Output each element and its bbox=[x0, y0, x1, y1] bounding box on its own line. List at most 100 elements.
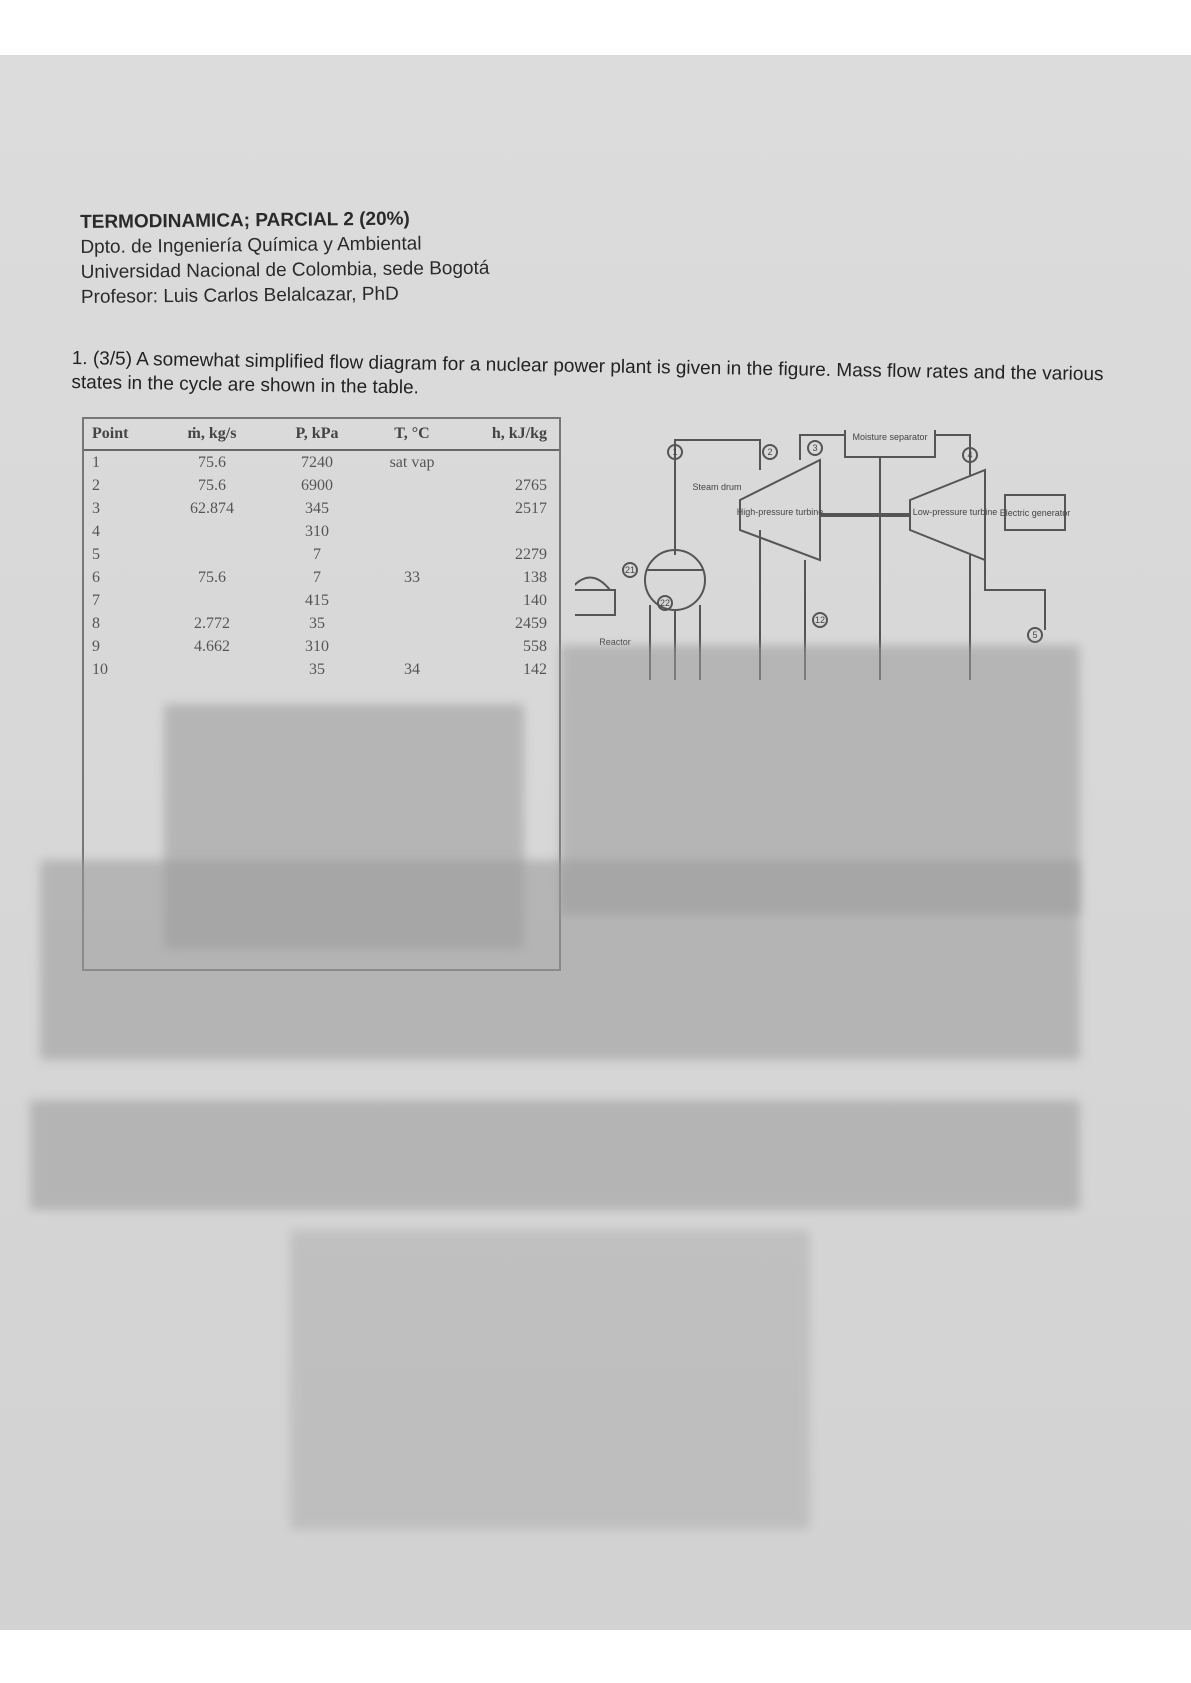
table-cell bbox=[452, 451, 547, 474]
state-point-marker bbox=[667, 444, 683, 460]
steam-drum-icon bbox=[644, 549, 706, 611]
column-header: T, °C bbox=[394, 425, 430, 442]
table-cell: 1 bbox=[92, 454, 100, 471]
table-cell: 142 bbox=[523, 661, 547, 678]
table-row: 7 415 140 bbox=[84, 589, 559, 612]
table-cell: 2 bbox=[92, 477, 100, 494]
state-point-marker bbox=[812, 612, 828, 628]
state-point-label: 3 bbox=[812, 443, 817, 453]
table-cell bbox=[372, 589, 452, 612]
label-reactor: Reactor bbox=[599, 637, 631, 647]
state-point-marker bbox=[657, 595, 673, 611]
reactor-icon bbox=[575, 589, 616, 616]
table-cell: 415 bbox=[305, 592, 329, 609]
generator-icon bbox=[1004, 494, 1066, 531]
table-cell: 140 bbox=[523, 592, 547, 609]
table-cell: 33 bbox=[404, 569, 420, 586]
table-cell: 7 bbox=[313, 546, 321, 563]
blurred-question-2 bbox=[30, 1100, 1080, 1210]
table-row: 10 35 34 142 bbox=[84, 658, 559, 681]
state-point-marker bbox=[962, 447, 978, 463]
table-cell: 10 bbox=[92, 661, 108, 678]
state-point-label: 2 bbox=[767, 447, 772, 457]
table-cell: 75.6 bbox=[198, 454, 226, 471]
table-row: 4 310 bbox=[84, 520, 559, 543]
label-steam-drum: Steam drum bbox=[692, 482, 741, 492]
table-cell: 310 bbox=[305, 638, 329, 655]
table-cell: 7 bbox=[313, 569, 321, 586]
label-generator: Electric generator bbox=[1000, 508, 1071, 518]
table-cell: 7 bbox=[92, 592, 100, 609]
document-header: TERMODINAMICA; PARCIAL 2 (20%) Dpto. de … bbox=[80, 206, 490, 310]
state-point-marker bbox=[807, 440, 823, 456]
table-row: 1 75.6 7240 sat vap bbox=[84, 451, 559, 474]
table-row: 5 7 2279 bbox=[84, 543, 559, 566]
table-cell bbox=[372, 474, 452, 497]
table-cell bbox=[162, 589, 262, 612]
table-row: 2 75.6 6900 2765 bbox=[84, 474, 559, 497]
table-cell: 34 bbox=[404, 661, 420, 678]
table-row: 9 4.662 310 558 bbox=[84, 635, 559, 658]
professor: Profesor: Luis Carlos Belalcazar, PhD bbox=[80, 283, 399, 308]
question-1-text: 1. (3/5) A somewhat simplified flow diag… bbox=[71, 347, 1104, 399]
table-cell: 75.6 bbox=[198, 569, 226, 586]
table-cell: 310 bbox=[305, 523, 329, 540]
table-cell: 2765 bbox=[515, 477, 547, 494]
table-cell: 6900 bbox=[301, 477, 333, 494]
table-cell: 7240 bbox=[301, 454, 333, 471]
blurred-rows bbox=[164, 704, 524, 949]
column-header: P, kPa bbox=[295, 425, 339, 442]
table-cell: 9 bbox=[92, 638, 100, 655]
table-row: 3 62.874 345 2517 bbox=[84, 497, 559, 520]
table-cell: 2279 bbox=[515, 546, 547, 563]
table-header: Point ṁ, kg/s P, kPa T, °C h, kJ/kg bbox=[84, 419, 559, 451]
state-point-label: 12 bbox=[815, 615, 825, 625]
table-cell: 2.772 bbox=[194, 615, 230, 632]
label-hp-turbine: High-pressure turbine bbox=[737, 507, 824, 517]
table-cell: 2459 bbox=[515, 615, 547, 632]
table-cell bbox=[372, 520, 452, 543]
table-cell bbox=[452, 520, 547, 543]
state-point-marker bbox=[762, 444, 778, 460]
university: Universidad Nacional de Colombia, sede B… bbox=[80, 257, 490, 283]
state-point-label: 5 bbox=[1032, 630, 1037, 640]
table-cell: 5 bbox=[92, 546, 100, 563]
state-point-marker bbox=[622, 562, 638, 578]
table-cell bbox=[162, 520, 262, 543]
state-point-marker bbox=[1027, 627, 1043, 643]
power-plant-diagram: Moisture separator Steam drum High-press… bbox=[575, 430, 1071, 680]
table-cell bbox=[162, 543, 262, 566]
table-cell: 75.6 bbox=[198, 477, 226, 494]
table-cell bbox=[372, 543, 452, 566]
blurred-cogeneration-diagram bbox=[290, 1230, 810, 1530]
state-point-label: 22 bbox=[660, 598, 670, 608]
table-cell: 345 bbox=[305, 500, 329, 517]
table-cell bbox=[372, 635, 452, 658]
table-cell: 558 bbox=[523, 638, 547, 655]
column-header: Point bbox=[92, 425, 129, 442]
table-row: 8 2.772 35 2459 bbox=[84, 612, 559, 635]
table-cell: 35 bbox=[309, 661, 325, 678]
label-moisture-separator: Moisture separator bbox=[852, 432, 927, 442]
table-cell: 8 bbox=[92, 615, 100, 632]
table-cell: 62.874 bbox=[190, 500, 234, 517]
exam-page: TERMODINAMICA; PARCIAL 2 (20%) Dpto. de … bbox=[0, 55, 1191, 1630]
column-header: ṁ, kg/s bbox=[187, 425, 237, 442]
table-cell: 3 bbox=[92, 500, 100, 517]
table-cell bbox=[372, 612, 452, 635]
table-cell: 4 bbox=[92, 523, 100, 540]
table-cell: 2517 bbox=[515, 500, 547, 517]
table-cell: 6 bbox=[92, 569, 100, 586]
table-cell: 4.662 bbox=[194, 638, 230, 655]
table-cell bbox=[162, 658, 262, 681]
moisture-separator-icon bbox=[844, 430, 936, 458]
column-header: h, kJ/kg bbox=[491, 425, 547, 442]
state-point-label: 1 bbox=[672, 447, 677, 457]
table-cell: sat vap bbox=[389, 454, 435, 471]
state-point-label: 4 bbox=[967, 450, 972, 460]
label-lp-turbine: Low-pressure turbine bbox=[913, 507, 998, 517]
hp-turbine-icon bbox=[739, 458, 821, 562]
table-cell: 35 bbox=[309, 615, 325, 632]
